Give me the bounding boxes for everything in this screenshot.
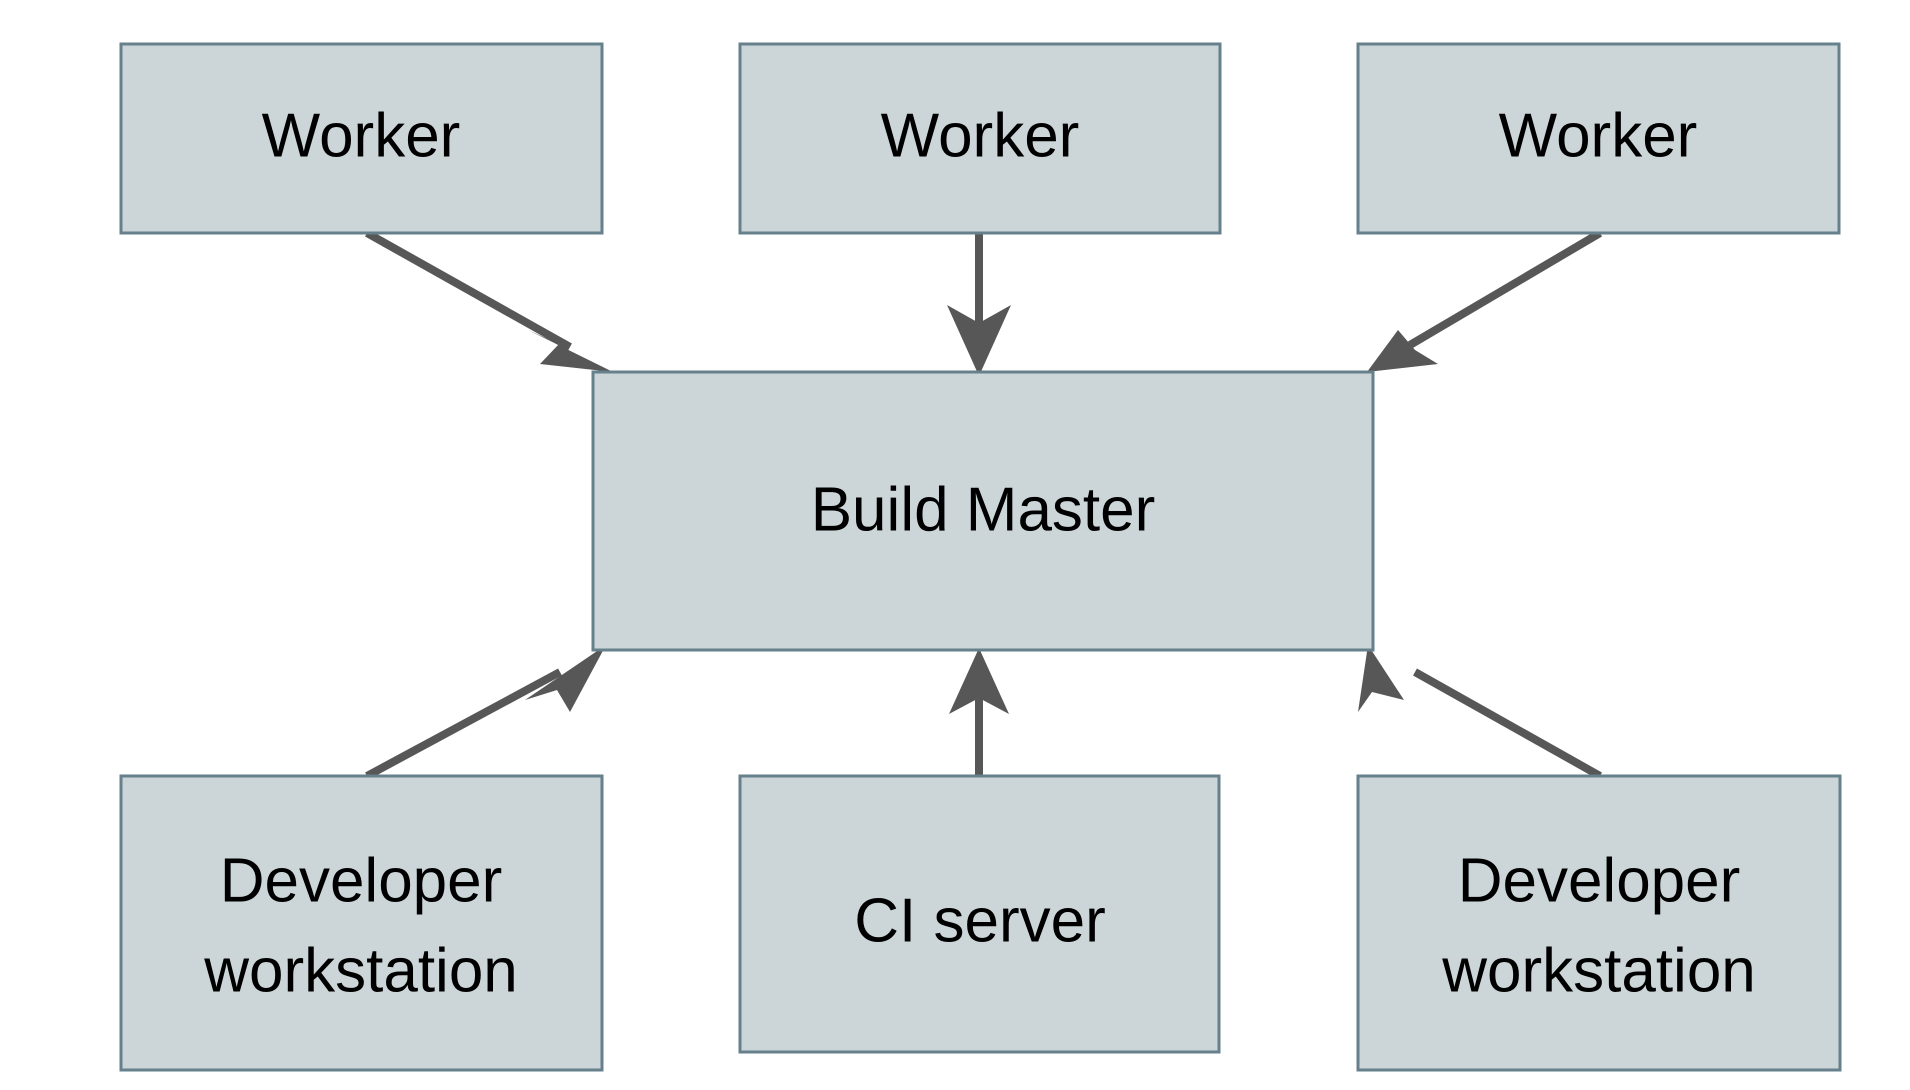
edge-line <box>365 668 562 780</box>
node-label-line2: workstation <box>203 936 518 1005</box>
node-box <box>1356 42 1841 235</box>
edge-ci-server-to-build-master[interactable] <box>949 648 1009 776</box>
arrowhead-icon <box>947 305 1011 376</box>
edge-line <box>365 229 572 351</box>
node-worker-center[interactable]: Worker <box>738 42 1222 235</box>
node-box <box>591 370 1375 652</box>
arrowhead-icon <box>1358 645 1404 712</box>
node-ci-server[interactable]: CI server <box>738 774 1221 1054</box>
edge-worker-right-to-build-master[interactable] <box>1367 229 1603 372</box>
node-label-line1: Developer <box>1458 846 1741 915</box>
node-label: CI server <box>854 886 1105 955</box>
node-box <box>119 42 604 235</box>
arrowhead-icon <box>1367 330 1438 372</box>
edge-worker-left-to-build-master[interactable] <box>365 229 613 372</box>
node-label-line1: Developer <box>220 846 503 915</box>
edge-worker-center-to-build-master[interactable] <box>947 233 1011 376</box>
node-build-master[interactable]: Build Master <box>591 370 1375 652</box>
node-worker-right[interactable]: Worker <box>1356 42 1841 235</box>
edge-line <box>1407 229 1603 349</box>
node-dev-right[interactable]: Developer workstation <box>1356 774 1842 1072</box>
node-worker-left[interactable]: Worker <box>119 42 604 235</box>
node-label: Build Master <box>811 475 1156 544</box>
node-label: Worker <box>262 101 461 170</box>
arrowhead-icon <box>528 330 613 372</box>
node-box <box>738 42 1222 235</box>
node-dev-left[interactable]: Developer workstation <box>119 774 604 1072</box>
node-box <box>119 774 604 1072</box>
node-label: Worker <box>1499 101 1698 170</box>
node-label: Worker <box>881 101 1080 170</box>
arrowhead-icon <box>525 645 606 712</box>
edge-line <box>1413 668 1602 780</box>
edge-dev-left-to-build-master[interactable] <box>365 645 606 780</box>
edge-dev-right-to-build-master[interactable] <box>1358 645 1602 780</box>
arrowhead-icon <box>949 648 1009 714</box>
node-box <box>738 774 1221 1054</box>
node-box <box>1356 774 1842 1072</box>
node-label-line2: workstation <box>1441 936 1756 1005</box>
